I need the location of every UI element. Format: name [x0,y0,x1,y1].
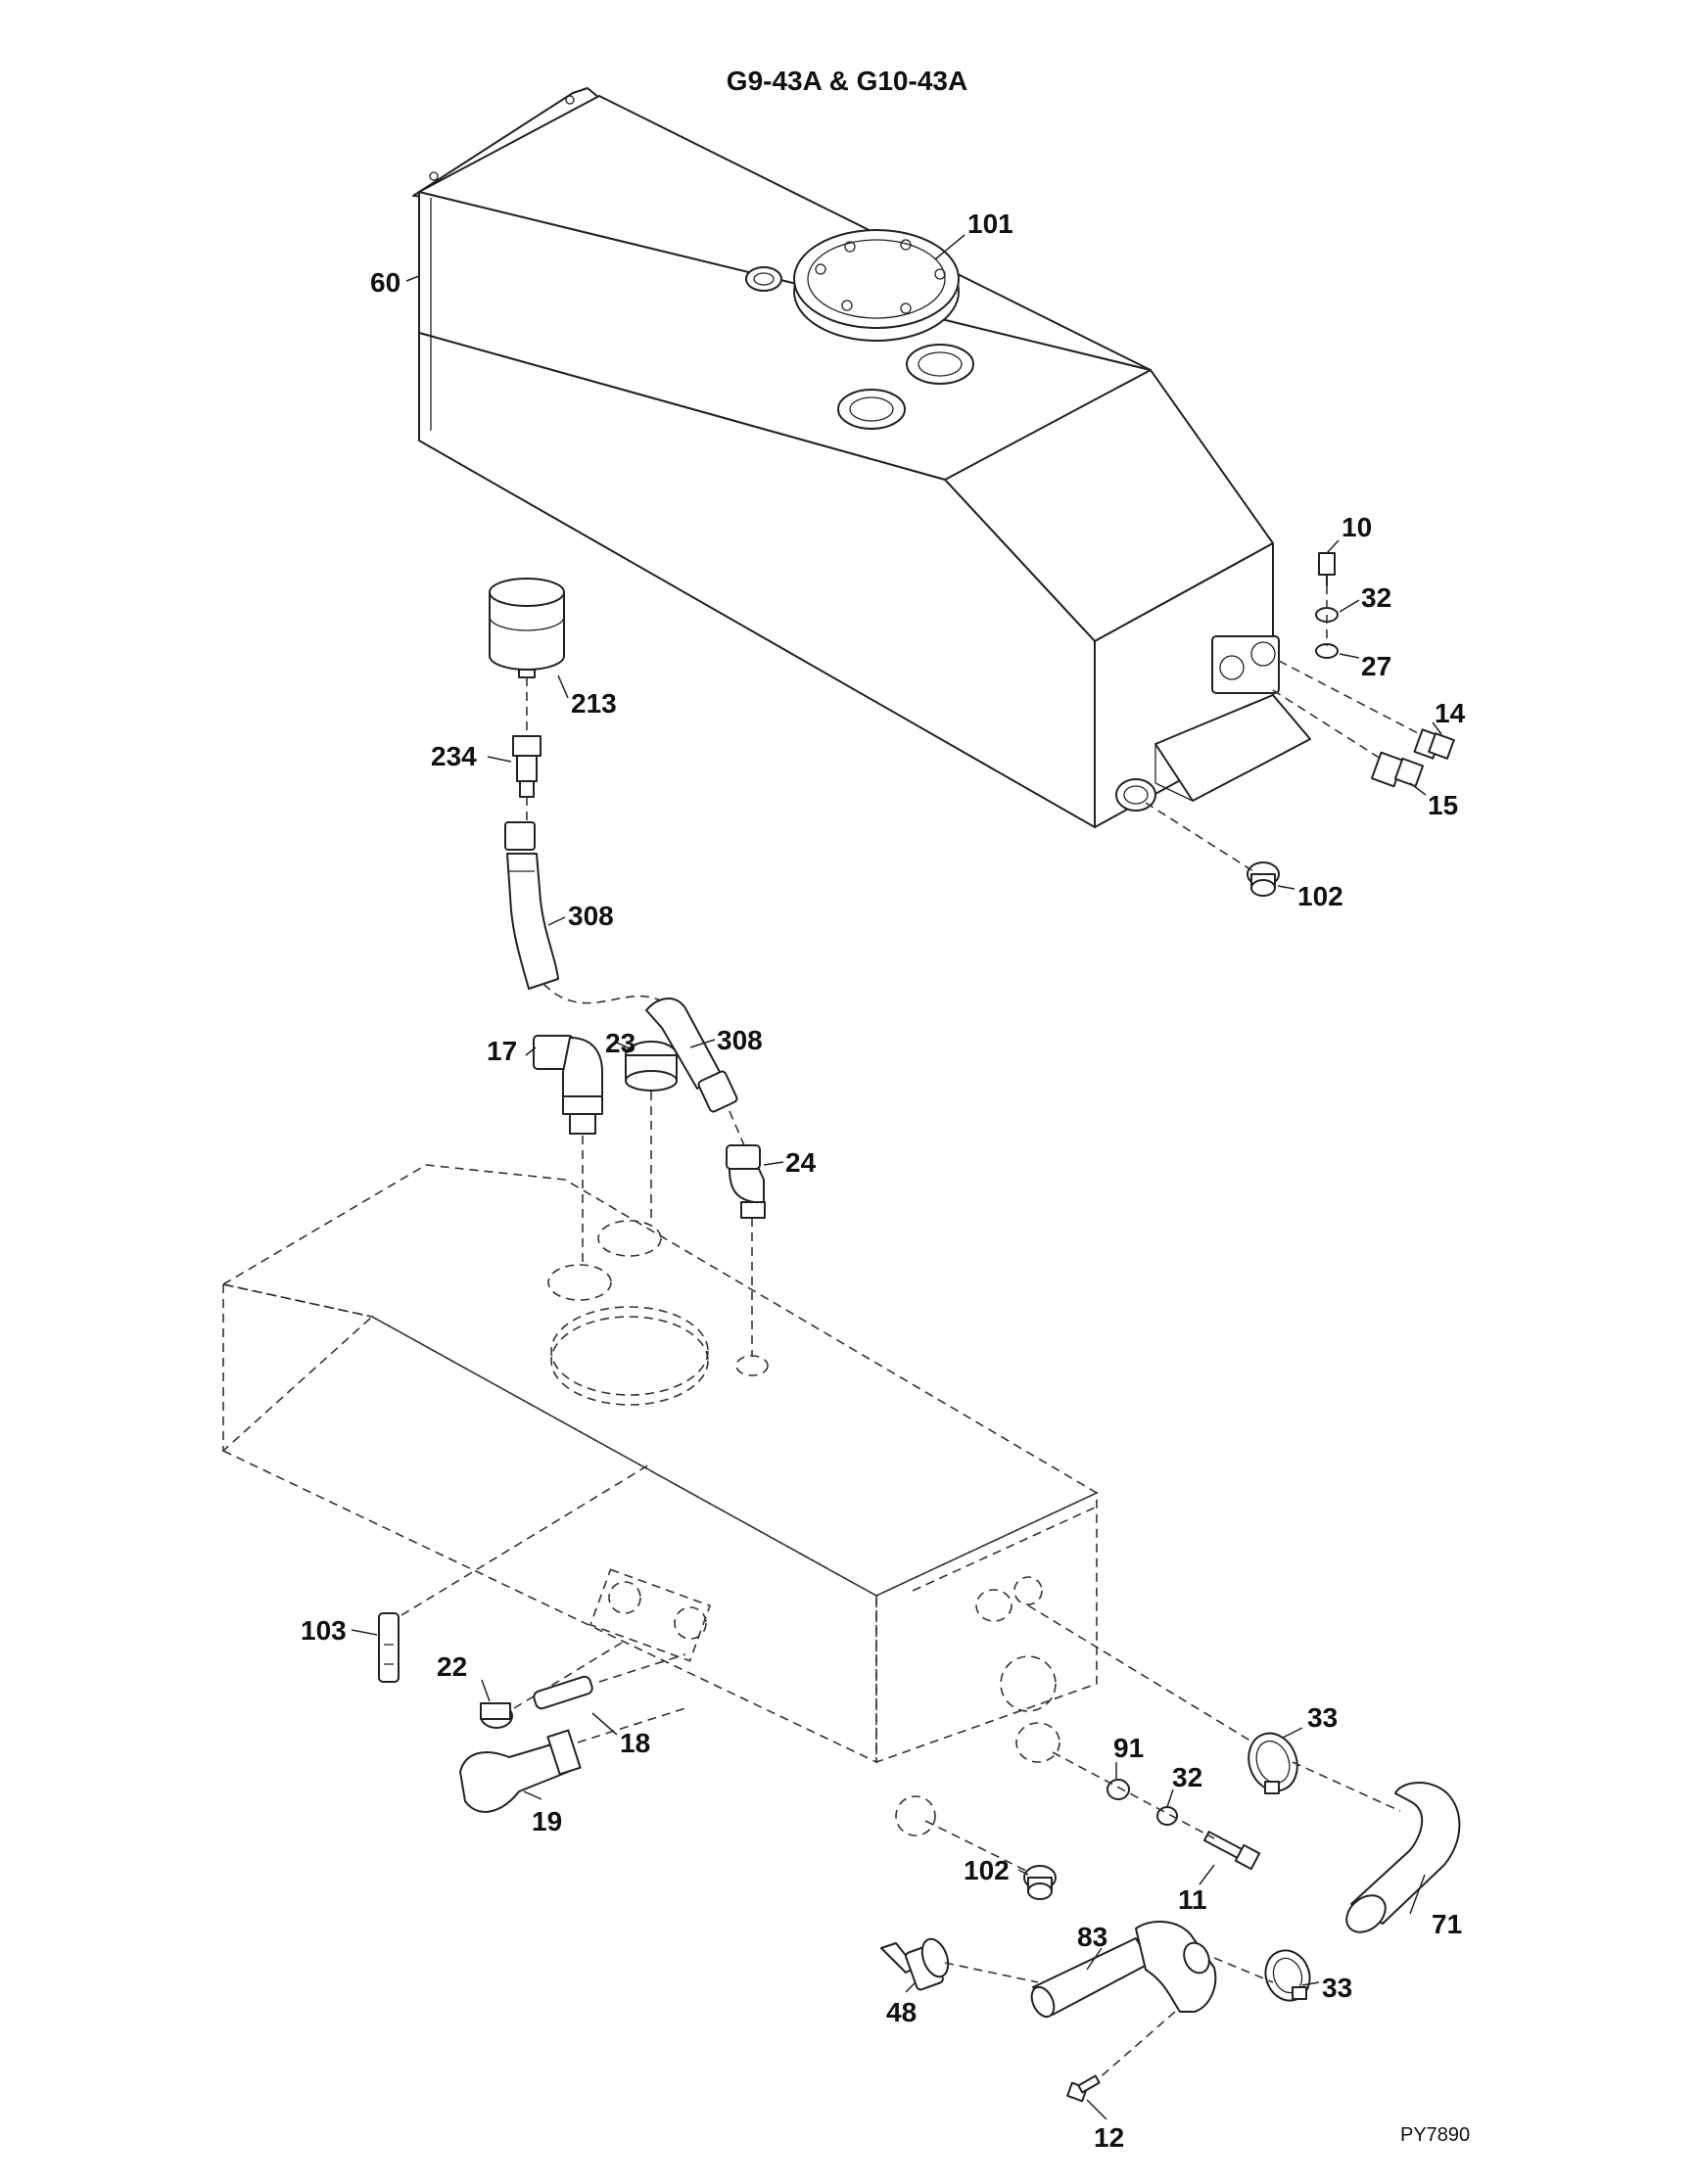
callout-91: 91 [1113,1733,1144,1763]
leader-lines [351,234,1442,2120]
pipe-83 [1030,1921,1217,2019]
plug-22 [480,1702,513,1729]
callout-48: 48 [886,1997,917,2027]
callout-308-lower: 308 [717,1025,763,1055]
callout-labels: 60 101 10 32 27 14 15 102 213 234 308 30… [301,209,1466,2153]
callout-71: 71 [1432,1909,1462,1939]
diagram-title: G9-43A & G10-43A [727,66,967,96]
tank-bracket [1154,694,1311,802]
callout-308-upper: 308 [568,901,614,931]
bolt-10 [1318,552,1336,576]
callout-23: 23 [605,1028,636,1058]
callout-234: 234 [431,741,477,771]
callout-14: 14 [1435,698,1466,728]
drain-plug-102-lower [1023,1865,1057,1900]
top-fittings [533,1035,766,1356]
callout-18: 18 [620,1728,650,1758]
callout-24: 24 [785,1147,817,1178]
elbow-fitting-24 [726,1144,766,1219]
drain-valve-48 [880,1937,950,1991]
callout-60: 60 [370,267,400,298]
callout-101: 101 [967,209,1013,239]
adapter-234 [512,735,541,757]
callout-22: 22 [437,1651,467,1682]
callout-33-upper: 33 [1307,1702,1338,1733]
washer-91 [1106,1779,1130,1800]
callout-17: 17 [487,1036,517,1066]
upper-hardware [1145,552,1455,897]
callout-83: 83 [1077,1922,1107,1952]
callout-102-upper: 102 [1297,881,1343,911]
callout-11: 11 [1178,1884,1207,1915]
sight-gauge-103 [378,1612,400,1683]
washer-27 [1315,643,1339,659]
callout-103: 103 [301,1615,347,1646]
plug-23 [625,1041,678,1092]
drain-plug-102-upper [1247,861,1280,897]
callout-32-lower: 32 [1172,1762,1202,1792]
lower-hardware [378,1463,1461,2103]
callout-102-lower: 102 [964,1855,1010,1885]
callout-19: 19 [532,1806,562,1836]
callout-33-lower: 33 [1322,1973,1352,2003]
lower-tank-phantom [220,1164,1099,1836]
callout-15: 15 [1428,790,1458,820]
fitting-15 [1370,751,1425,788]
callout-27: 27 [1361,651,1391,681]
fitting-14 [1413,728,1455,760]
bolt-11 [1202,1831,1261,1871]
callout-10: 10 [1342,512,1372,542]
screw-12 [1066,2074,1101,2103]
callout-32-upper: 32 [1361,582,1391,613]
figure-id: PY7890 [1400,2124,1470,2146]
clamp-33-upper [1248,1732,1298,1794]
upper-tank-assembly [412,87,1311,828]
clamp-33-lower [1264,1949,1311,2002]
elbow-19 [459,1729,582,1813]
hose-71 [1345,1782,1461,1933]
nipple-18 [533,1675,593,1710]
hose-308-upper [506,853,559,990]
callout-12: 12 [1094,2122,1124,2153]
breather-hose-assembly [489,578,745,1146]
elbow-fitting-17 [533,1035,603,1135]
callout-213: 213 [571,688,617,719]
